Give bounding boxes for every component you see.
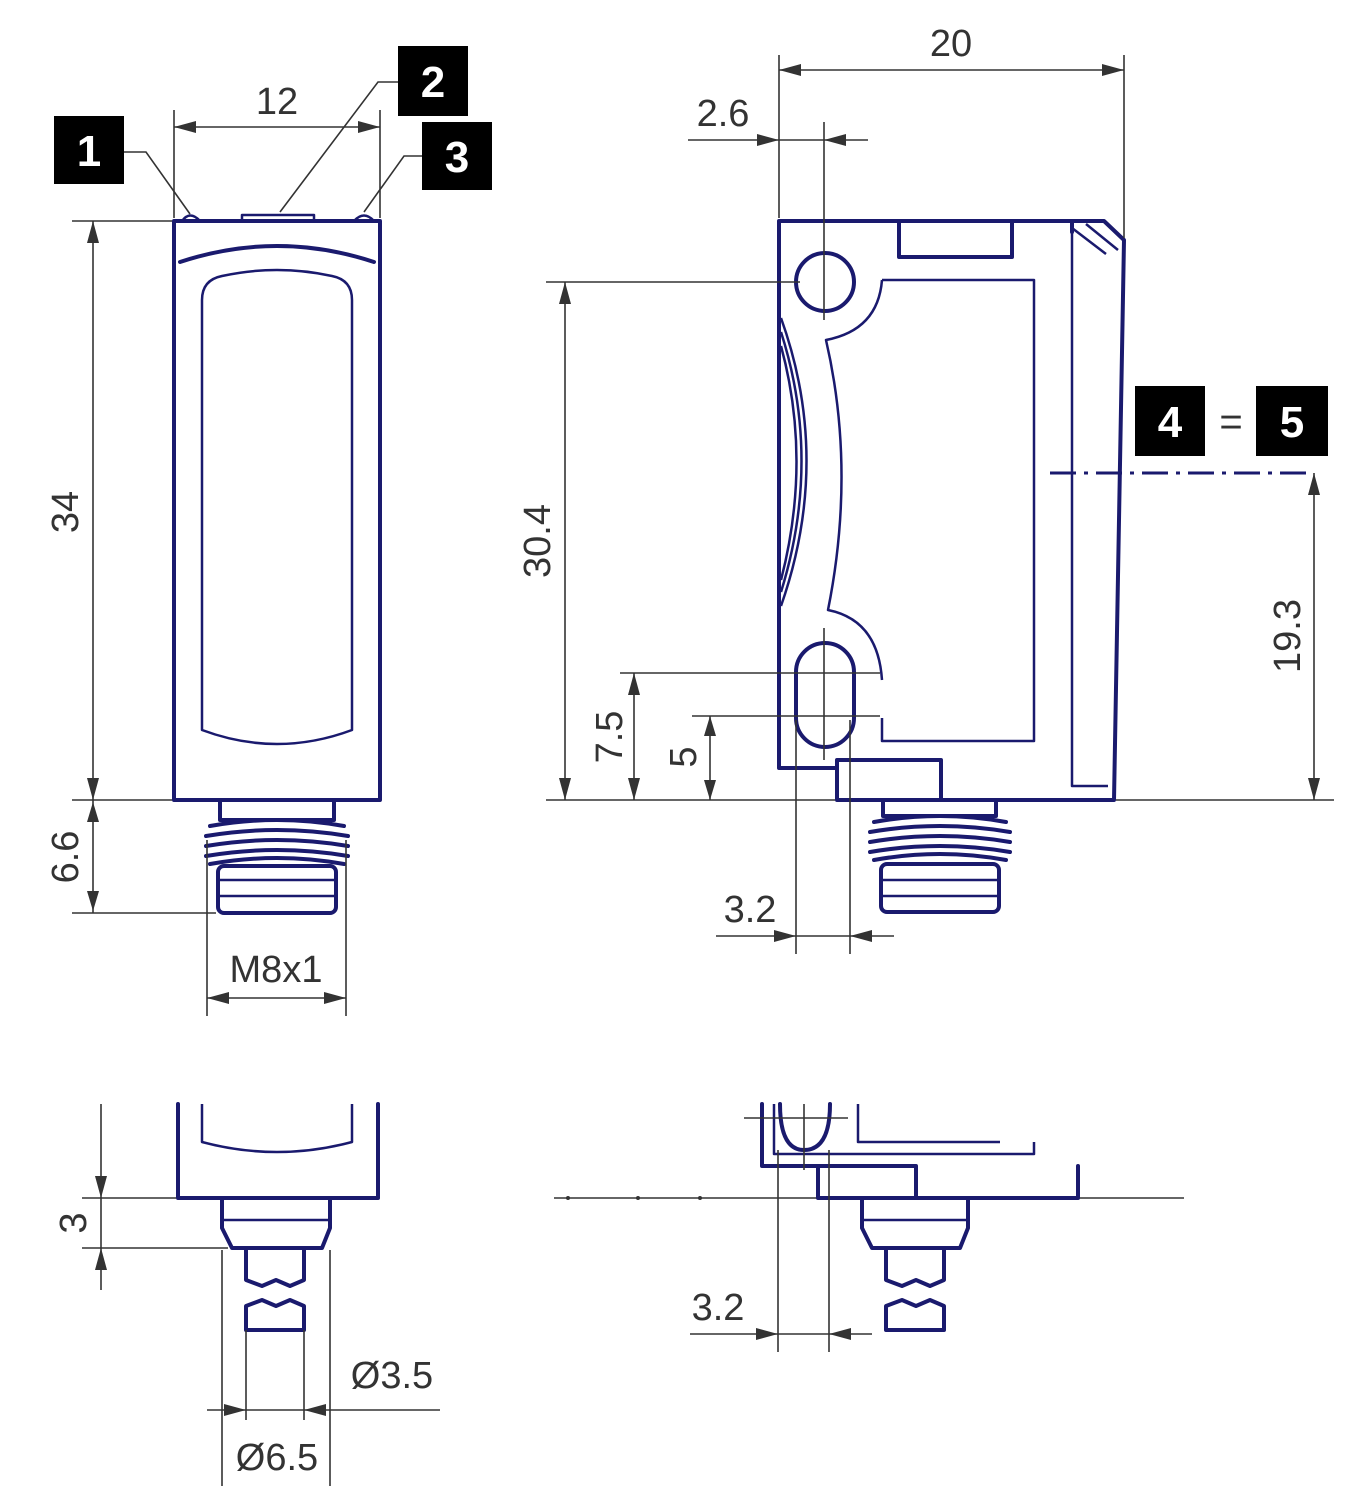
side-connector-end: [879, 862, 1001, 914]
front-view: [172, 213, 382, 915]
side-top-cap: [897, 219, 1014, 259]
dim-detail-diameter-outer: Ø6.5: [236, 1437, 318, 1479]
dim-detail-step: 3: [53, 1212, 95, 1233]
detail-side-dimensions: 3.2: [690, 1150, 872, 1352]
side-chamfer: [1071, 223, 1119, 255]
side-dimensions: 20 2.6 30.4 7.5 5 19.3: [517, 23, 1334, 954]
callout-badge-5: [1256, 386, 1328, 456]
callout-3: 3: [445, 133, 469, 182]
side-rear-edge: [1070, 230, 1108, 788]
front-top-arc: [178, 244, 376, 264]
callout-5: 5: [1280, 398, 1304, 447]
detail-side-view: [554, 1102, 1184, 1332]
callout-2: 2: [421, 58, 445, 107]
detail-side-housing: [760, 1102, 918, 1200]
dim-detail-diameter-inner: Ø3.5: [351, 1355, 433, 1397]
dim-front-height: 34: [45, 491, 87, 533]
side-connector-thread: [868, 814, 1012, 862]
side-view: [777, 122, 1306, 914]
dim-detail-side-width: 3.2: [692, 1287, 745, 1329]
emitter-bump-2: [240, 213, 316, 221]
callout-4: 4: [1158, 398, 1183, 447]
detail-side-foot: [816, 1164, 1080, 1200]
callout-equals: =: [1219, 400, 1242, 444]
dim-slot-bottom-height: 5: [663, 746, 705, 767]
detail-front-pin-bottom: [244, 1298, 306, 1332]
callout-badge-1: [54, 116, 124, 184]
callout-1: 1: [77, 127, 101, 176]
dim-slot-center-height: 7.5: [589, 711, 631, 764]
front-dimensions: 12 34 6.6 M8x1: [45, 81, 381, 1016]
mount-hole: [794, 251, 856, 313]
detail-front-view: [176, 1102, 380, 1332]
emitter-bump-3: [353, 214, 375, 222]
side-inner-curve: [824, 279, 884, 681]
dim-optical-axis-height: 19.3: [1267, 599, 1309, 673]
dim-hole-offset: 2.6: [697, 93, 750, 135]
dim-thread: M8x1: [230, 949, 323, 991]
connector-neck: [218, 798, 336, 822]
dim-front-width: 12: [256, 81, 298, 123]
detail-front-dimensions: 3 Ø3.5 Ø6.5: [53, 1104, 440, 1486]
side-foot: [835, 758, 943, 802]
callout-badge-4: [1135, 386, 1205, 456]
emitter-bump-1: [180, 214, 201, 222]
connector-thread: [204, 818, 350, 866]
side-housing-outline: [777, 219, 1126, 802]
detail-side-slot: [778, 1102, 832, 1152]
detail-front-pin-top: [244, 1246, 306, 1288]
callouts-front: 1 2 3: [54, 46, 492, 215]
dim-slot-width: 3.2: [724, 889, 777, 931]
mount-slot: [794, 641, 856, 749]
dim-side-width: 20: [930, 23, 972, 65]
detail-front-step: [220, 1196, 332, 1250]
callout-badge-3: [422, 122, 492, 190]
callouts-side: 4 = 5: [1135, 386, 1328, 456]
side-inner-panel: [880, 278, 1036, 743]
connector-end: [216, 864, 338, 915]
detail-side-step: [860, 1196, 970, 1250]
callout-badge-2: [398, 46, 468, 116]
front-housing-outline: [172, 219, 382, 802]
detail-front-window: [200, 1104, 354, 1154]
front-window: [200, 268, 354, 746]
detail-front-housing: [176, 1102, 380, 1200]
dim-hole-spacing: 30.4: [517, 504, 559, 578]
dim-connector-length: 6.6: [45, 831, 87, 884]
